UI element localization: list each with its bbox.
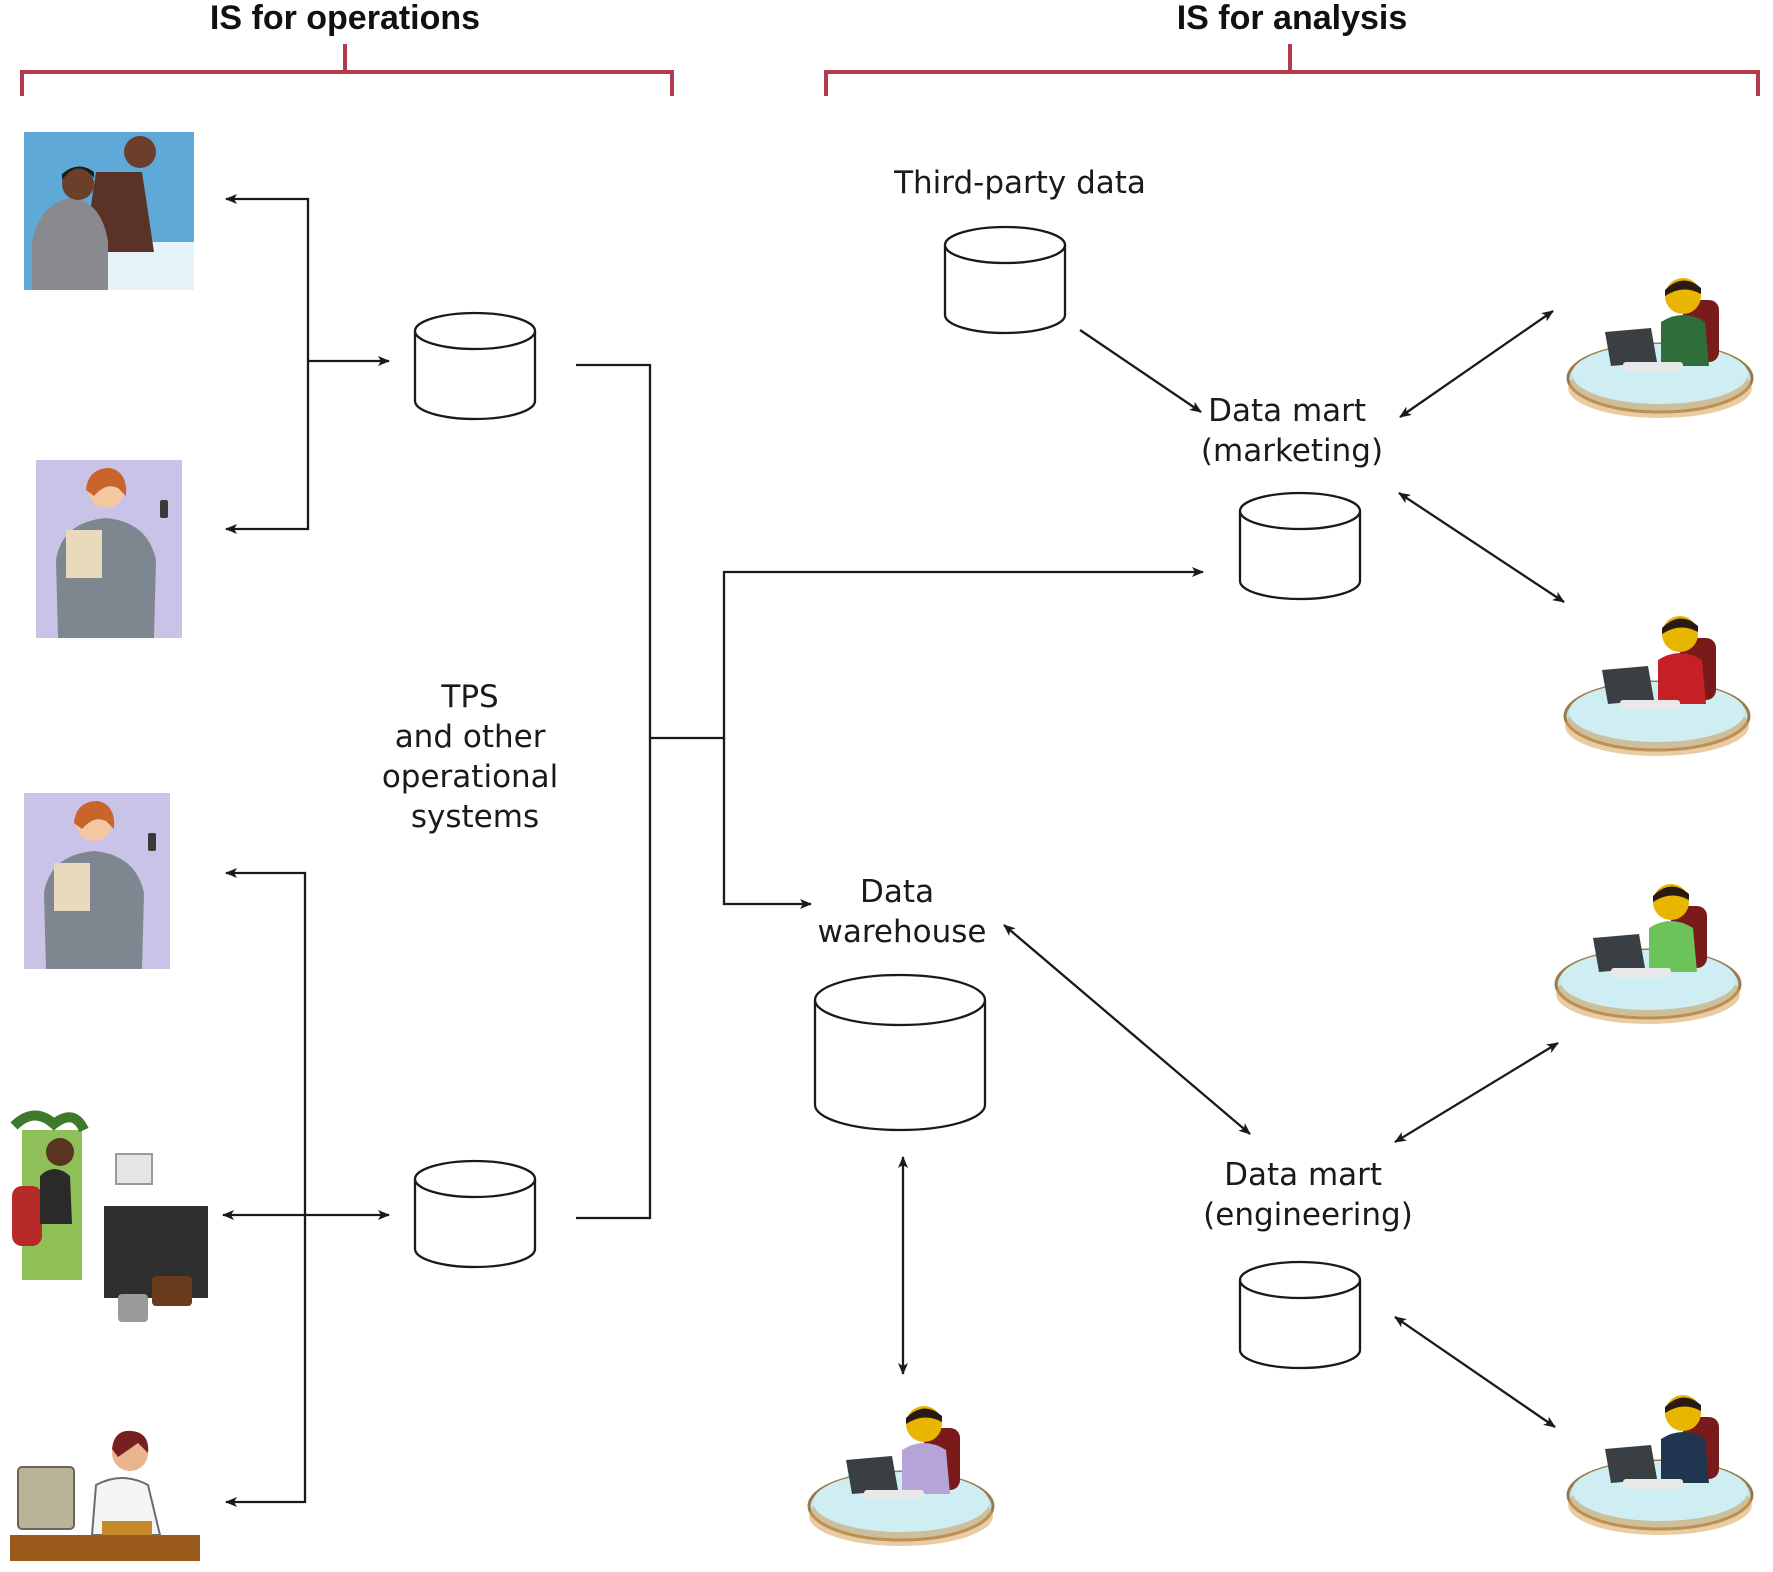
database-cylinder-mart-marketing [1238,491,1362,601]
connector-bus-to-warehouse [722,738,812,909]
label-data-warehouse: Data warehouse [818,874,987,950]
database-cylinder-third-party [943,225,1067,335]
people-at-blueprint-icon [24,132,194,290]
arrow-mart-marketing-user-2 [1398,492,1565,603]
businesswoman-with-phone-icon [36,460,182,638]
label-tps-operational-systems: TPS and other operational systems [382,679,568,835]
arrow-warehouse-to-mart-engineering [1003,924,1251,1135]
analyst-with-headset-icon [1566,1393,1754,1537]
businesswoman-with-phone-icon [24,793,170,969]
analyst-with-headset-icon [1554,882,1742,1026]
bracket-analysis [824,44,1760,96]
bracket-operations [20,44,674,96]
database-cylinder-warehouse [813,973,987,1132]
analyst-at-laptop-icon [807,1404,995,1548]
connector-operations-top-arrow-up [225,194,310,361]
arrow-third-party-to-mart-marketing [1079,329,1202,413]
database-cylinder-operations-bottom [413,1159,537,1269]
connector-bus-to-mart-marketing [722,567,1204,738]
database-cylinder-mart-engineering [1238,1260,1362,1370]
cashier-at-register-icon [10,1430,200,1561]
man-at-office-desk-icon [10,1110,208,1322]
arrow-mart-marketing-user-1 [1399,310,1554,418]
analyst-at-monitor-icon [1563,614,1751,758]
arrow-mart-engineering-user-2 [1394,1316,1556,1428]
connector-operations-top-arrow-down [225,361,310,534]
label-data-mart-engineering: Data mart (engineering) [1203,1157,1413,1233]
label-third-party-data: Third-party data [893,165,1146,201]
header-is-for-analysis: IS for analysis [1177,0,1408,37]
connector-operations-bottom-arrow-down [225,1215,307,1507]
label-data-mart-marketing: Data mart (marketing) [1201,393,1383,469]
connector-tps-bus [576,363,724,1220]
database-cylinder-operations-top [413,311,537,421]
connector-operations-bottom-arrow-up [225,868,307,1215]
header-is-for-operations: IS for operations [210,0,480,37]
arrow-mart-engineering-user-1 [1394,1042,1559,1143]
analyst-at-laptop-icon [1566,276,1754,420]
